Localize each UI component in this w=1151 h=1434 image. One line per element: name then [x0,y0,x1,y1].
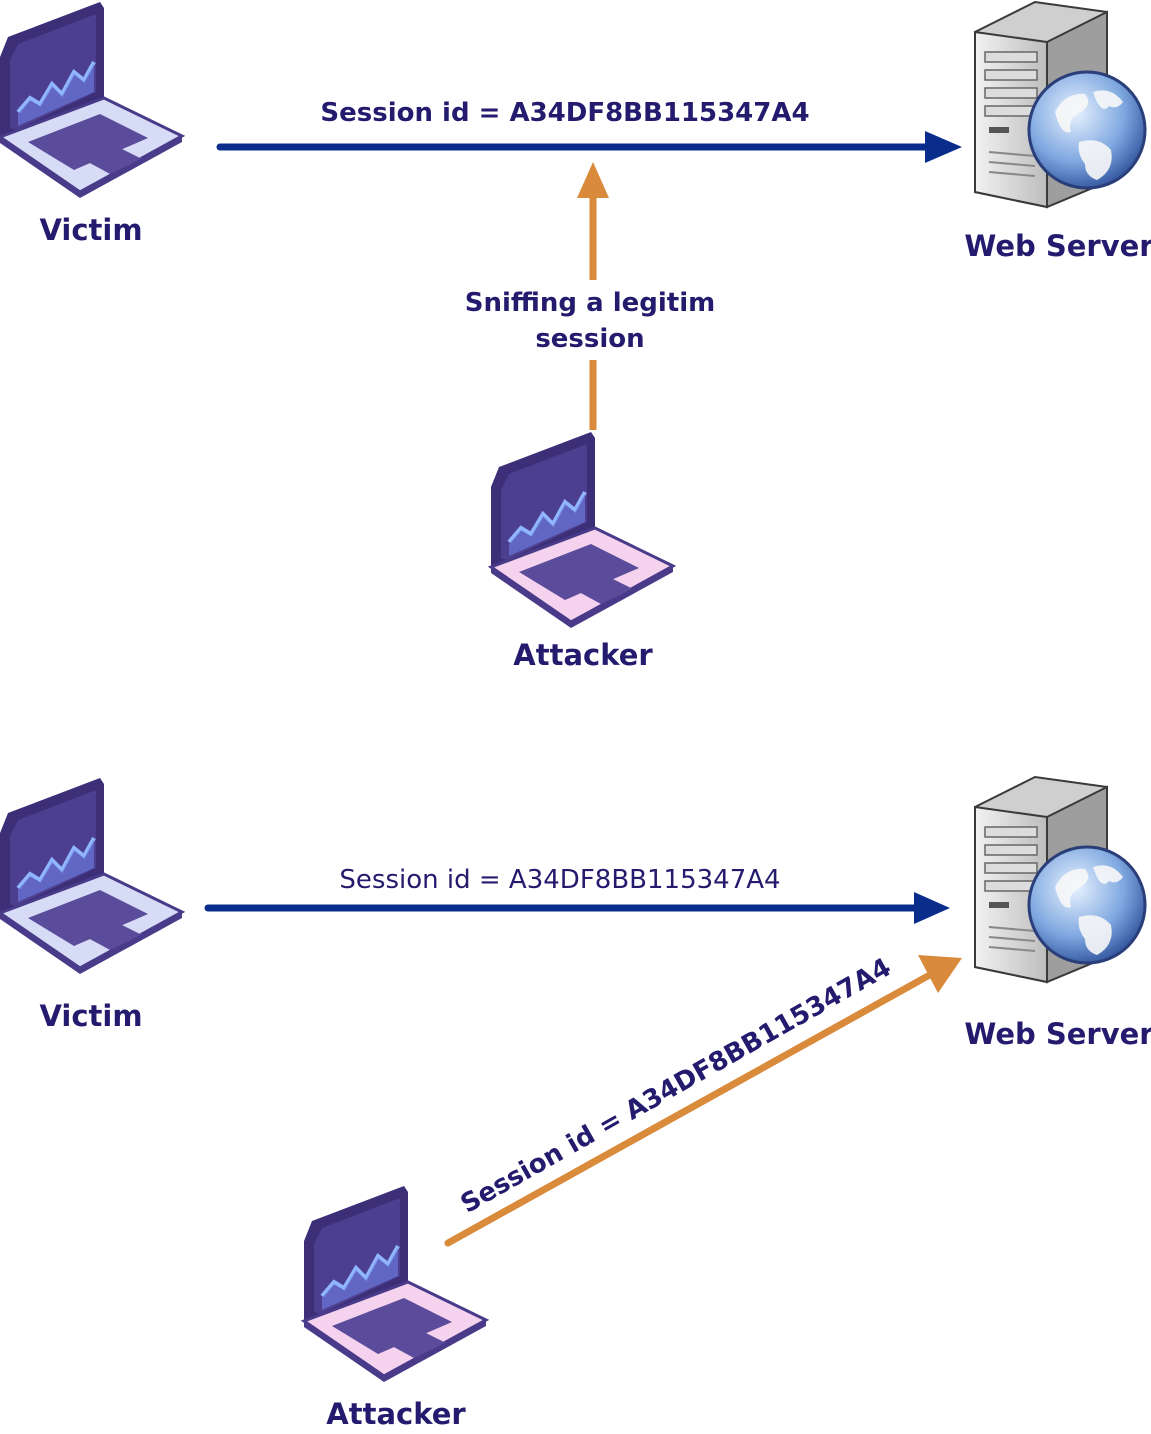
hijack-arrow [444,955,962,1247]
sniffing-label-line2: session [535,324,644,354]
attacker-laptop-icon [489,430,675,630]
session-id-label: Session id = A34DF8BB115347A4 [339,865,780,895]
web-server-icon [973,775,1147,984]
victim-label: Victim [39,999,142,1033]
attacker-session-id-label: Session id = A34DF8BB115347A4 [456,953,897,1220]
session-id-label: Session id = A34DF8BB115347A4 [320,98,809,128]
session-arrow [216,131,962,163]
victim-laptop-icon [0,776,184,976]
sniffing-arrow [577,162,609,430]
victim-laptop-icon [0,0,184,200]
sniffing-label-line1: Sniffing a legitim [465,288,715,318]
attacker-laptop-icon [302,1184,488,1384]
web-server-label: Web Server [964,229,1151,263]
session-arrow [204,892,950,924]
scene-1: Victim Web Server Session id = A34DF8BB1… [0,0,1151,672]
victim-label: Victim [39,213,142,247]
web-server-icon [973,0,1147,209]
attacker-label: Attacker [513,638,653,672]
attacker-label: Attacker [326,1397,466,1431]
web-server-label: Web Server [964,1017,1151,1051]
scene-2: Victim Web Server Session id = A34DF8BB1… [0,775,1151,1431]
